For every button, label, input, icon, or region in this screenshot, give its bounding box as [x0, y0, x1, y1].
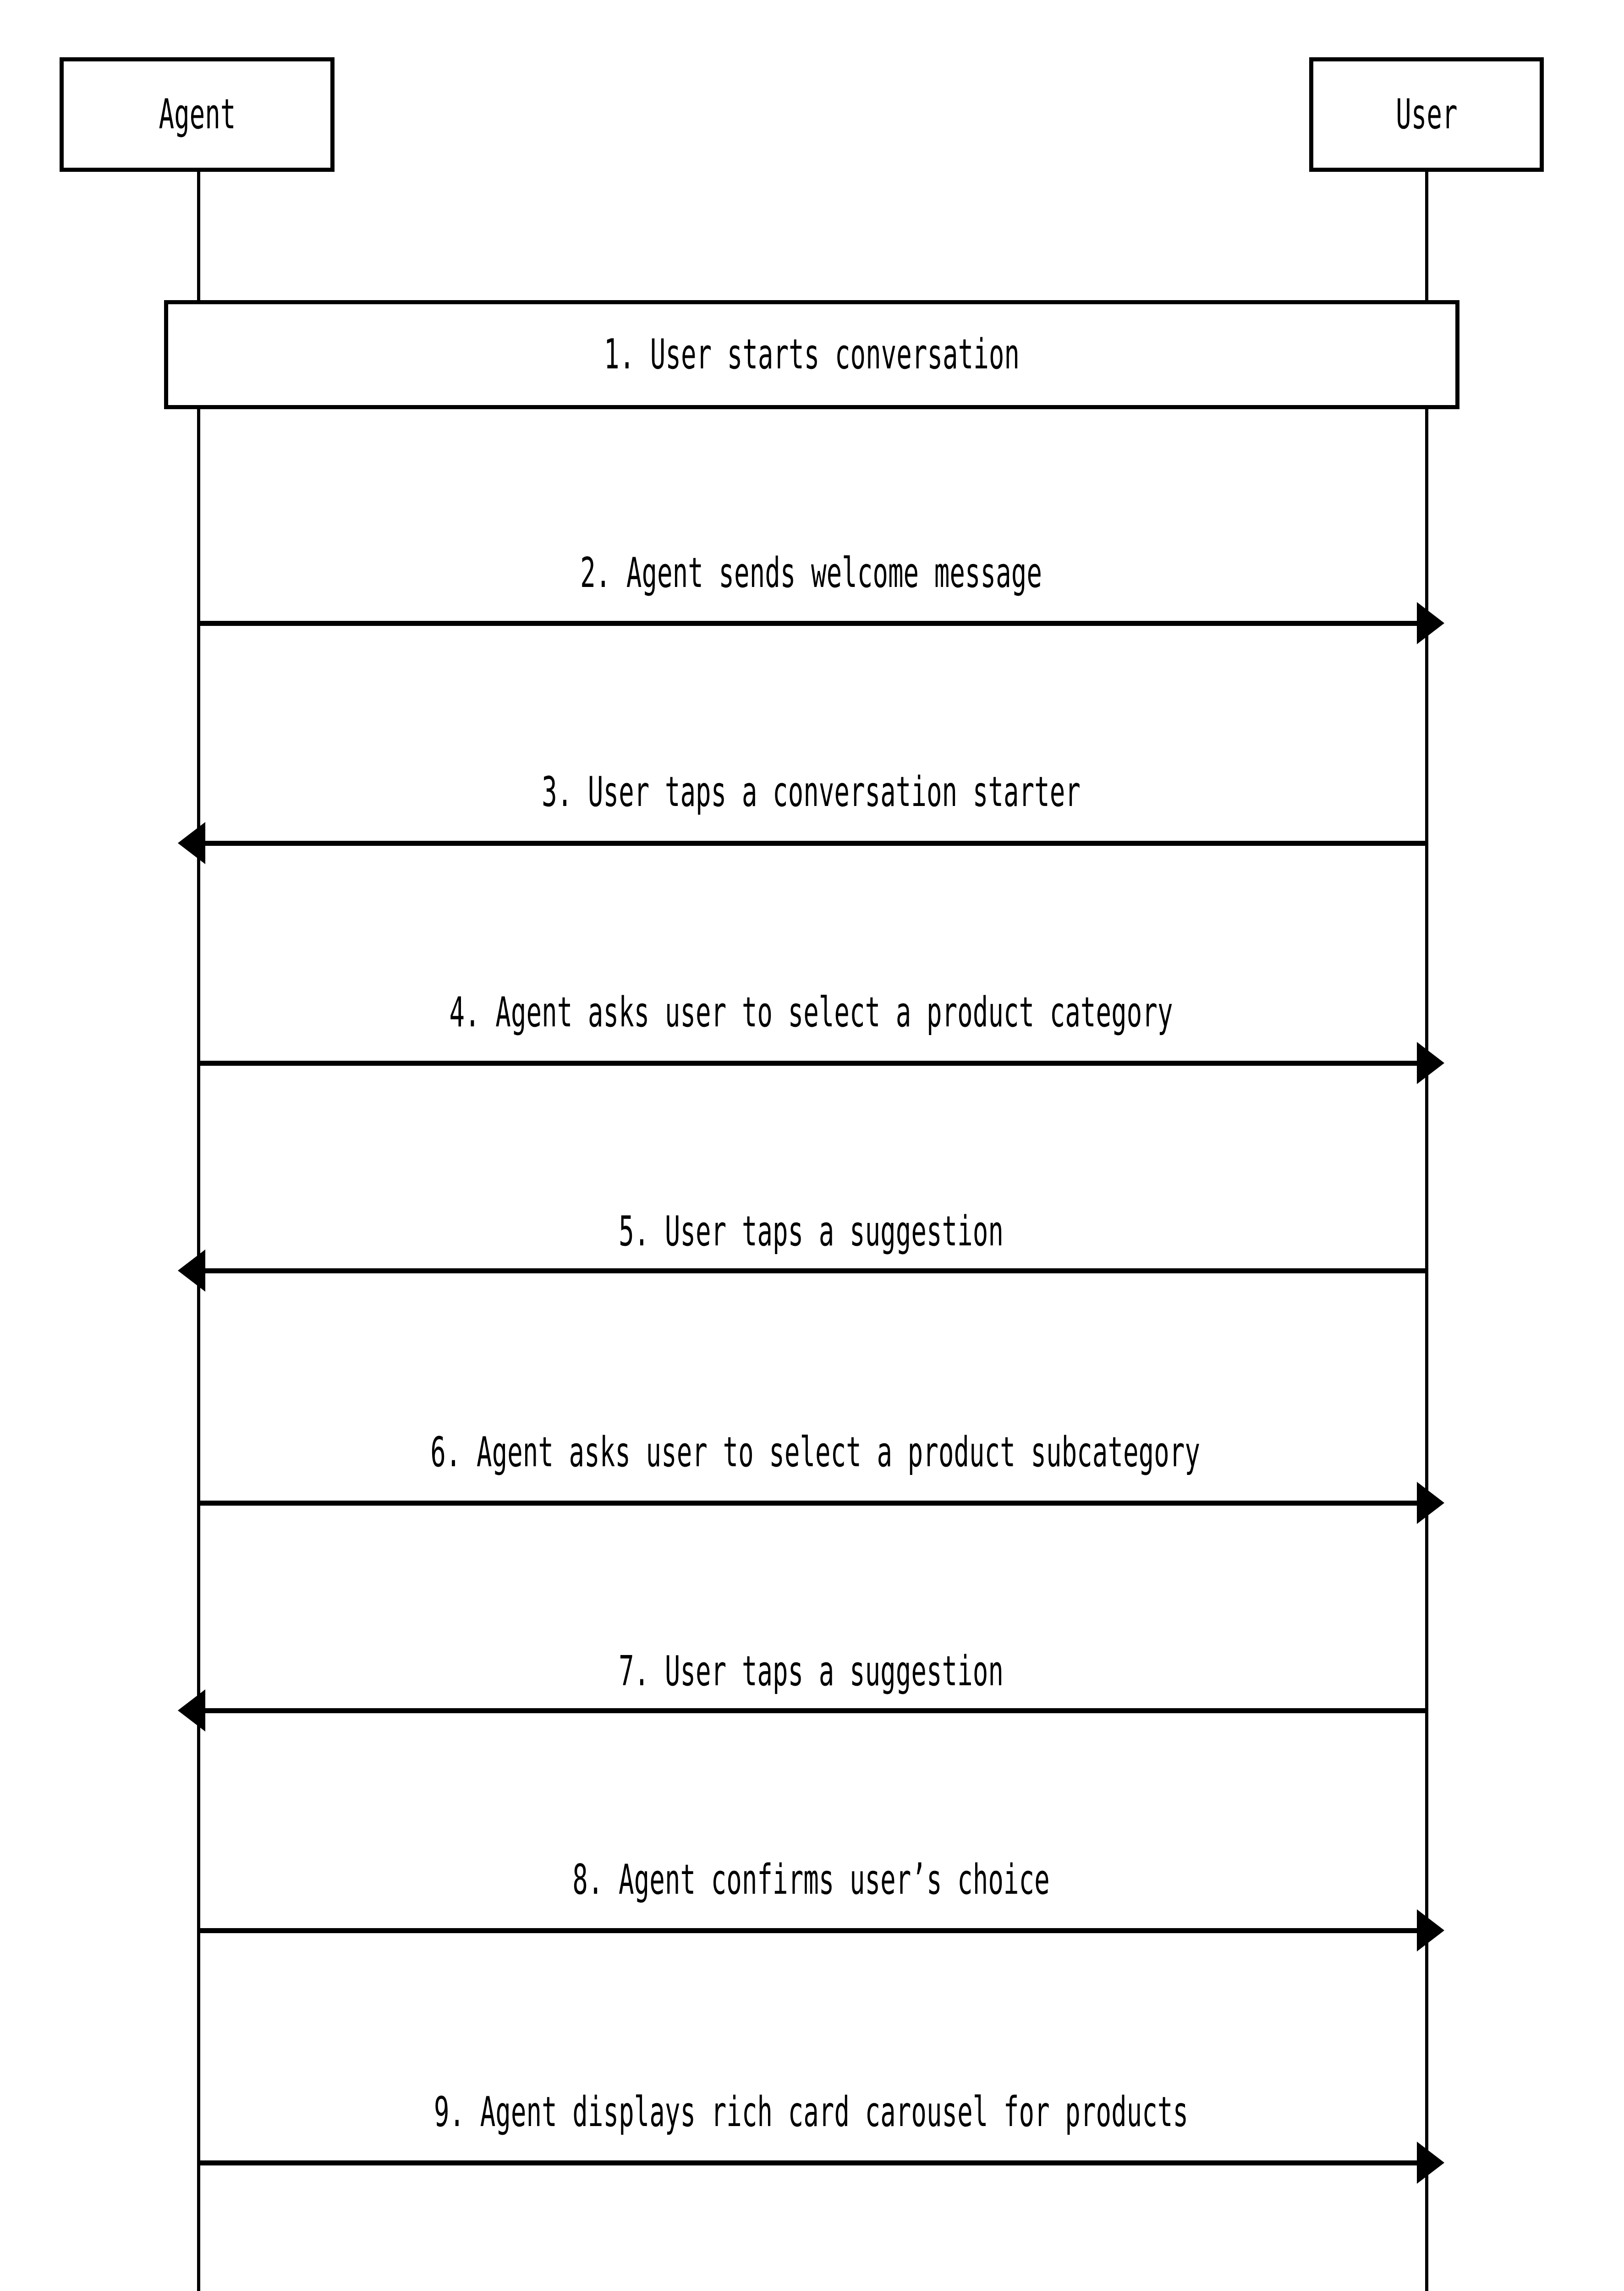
message-3-label: 3. User taps a conversation starter: [542, 768, 1081, 816]
message-2-arrowhead-right: [1417, 602, 1444, 644]
message-7-arrow-line: [205, 1708, 1425, 1713]
message-4-arrowhead-right: [1417, 1042, 1444, 1084]
message-9-arrowhead-right: [1417, 2142, 1444, 2184]
message-6-arrowhead-right: [1417, 1482, 1444, 1524]
message-2-arrow-line: [198, 621, 1417, 626]
participant-user-top[interactable]: User: [1309, 57, 1544, 172]
message-1-box[interactable]: 1. User starts conversation: [164, 300, 1459, 409]
participant-agent-top[interactable]: Agent: [60, 57, 335, 172]
participant-user-top-label: User: [1395, 90, 1458, 138]
message-4-arrow-line: [198, 1061, 1417, 1066]
participant-agent-top-label: Agent: [159, 90, 236, 138]
message-8-arrowhead-right: [1417, 1909, 1444, 1951]
message-6-label: 6. Agent asks user to select a product s…: [430, 1428, 1200, 1476]
message-5-label: 5. User taps a suggestion: [619, 1207, 1004, 1255]
message-3-arrow-line: [205, 841, 1425, 846]
message-9-arrow-line: [198, 2160, 1417, 2165]
message-5-arrow-line: [205, 1268, 1425, 1273]
message-5-arrowhead-left: [178, 1250, 205, 1292]
message-6-arrow-line: [198, 1501, 1417, 1506]
message-3-arrowhead-left: [178, 822, 205, 864]
message-7-label: 7. User taps a suggestion: [619, 1647, 1004, 1695]
message-1-label: 1. User starts conversation: [604, 330, 1020, 378]
message-8-label: 8. Agent confirms user’s choice: [572, 1856, 1050, 1904]
message-8-arrow-line: [198, 1928, 1417, 1933]
message-2-label: 2. Agent sends welcome message: [580, 549, 1042, 597]
message-7-arrowhead-left: [178, 1689, 205, 1732]
message-9-label: 9. Agent displays rich card carousel for…: [433, 2088, 1189, 2136]
lifeline-agent: [197, 172, 200, 2291]
lifeline-user: [1425, 172, 1428, 2291]
message-4-label: 4. Agent asks user to select a product c…: [449, 988, 1173, 1036]
